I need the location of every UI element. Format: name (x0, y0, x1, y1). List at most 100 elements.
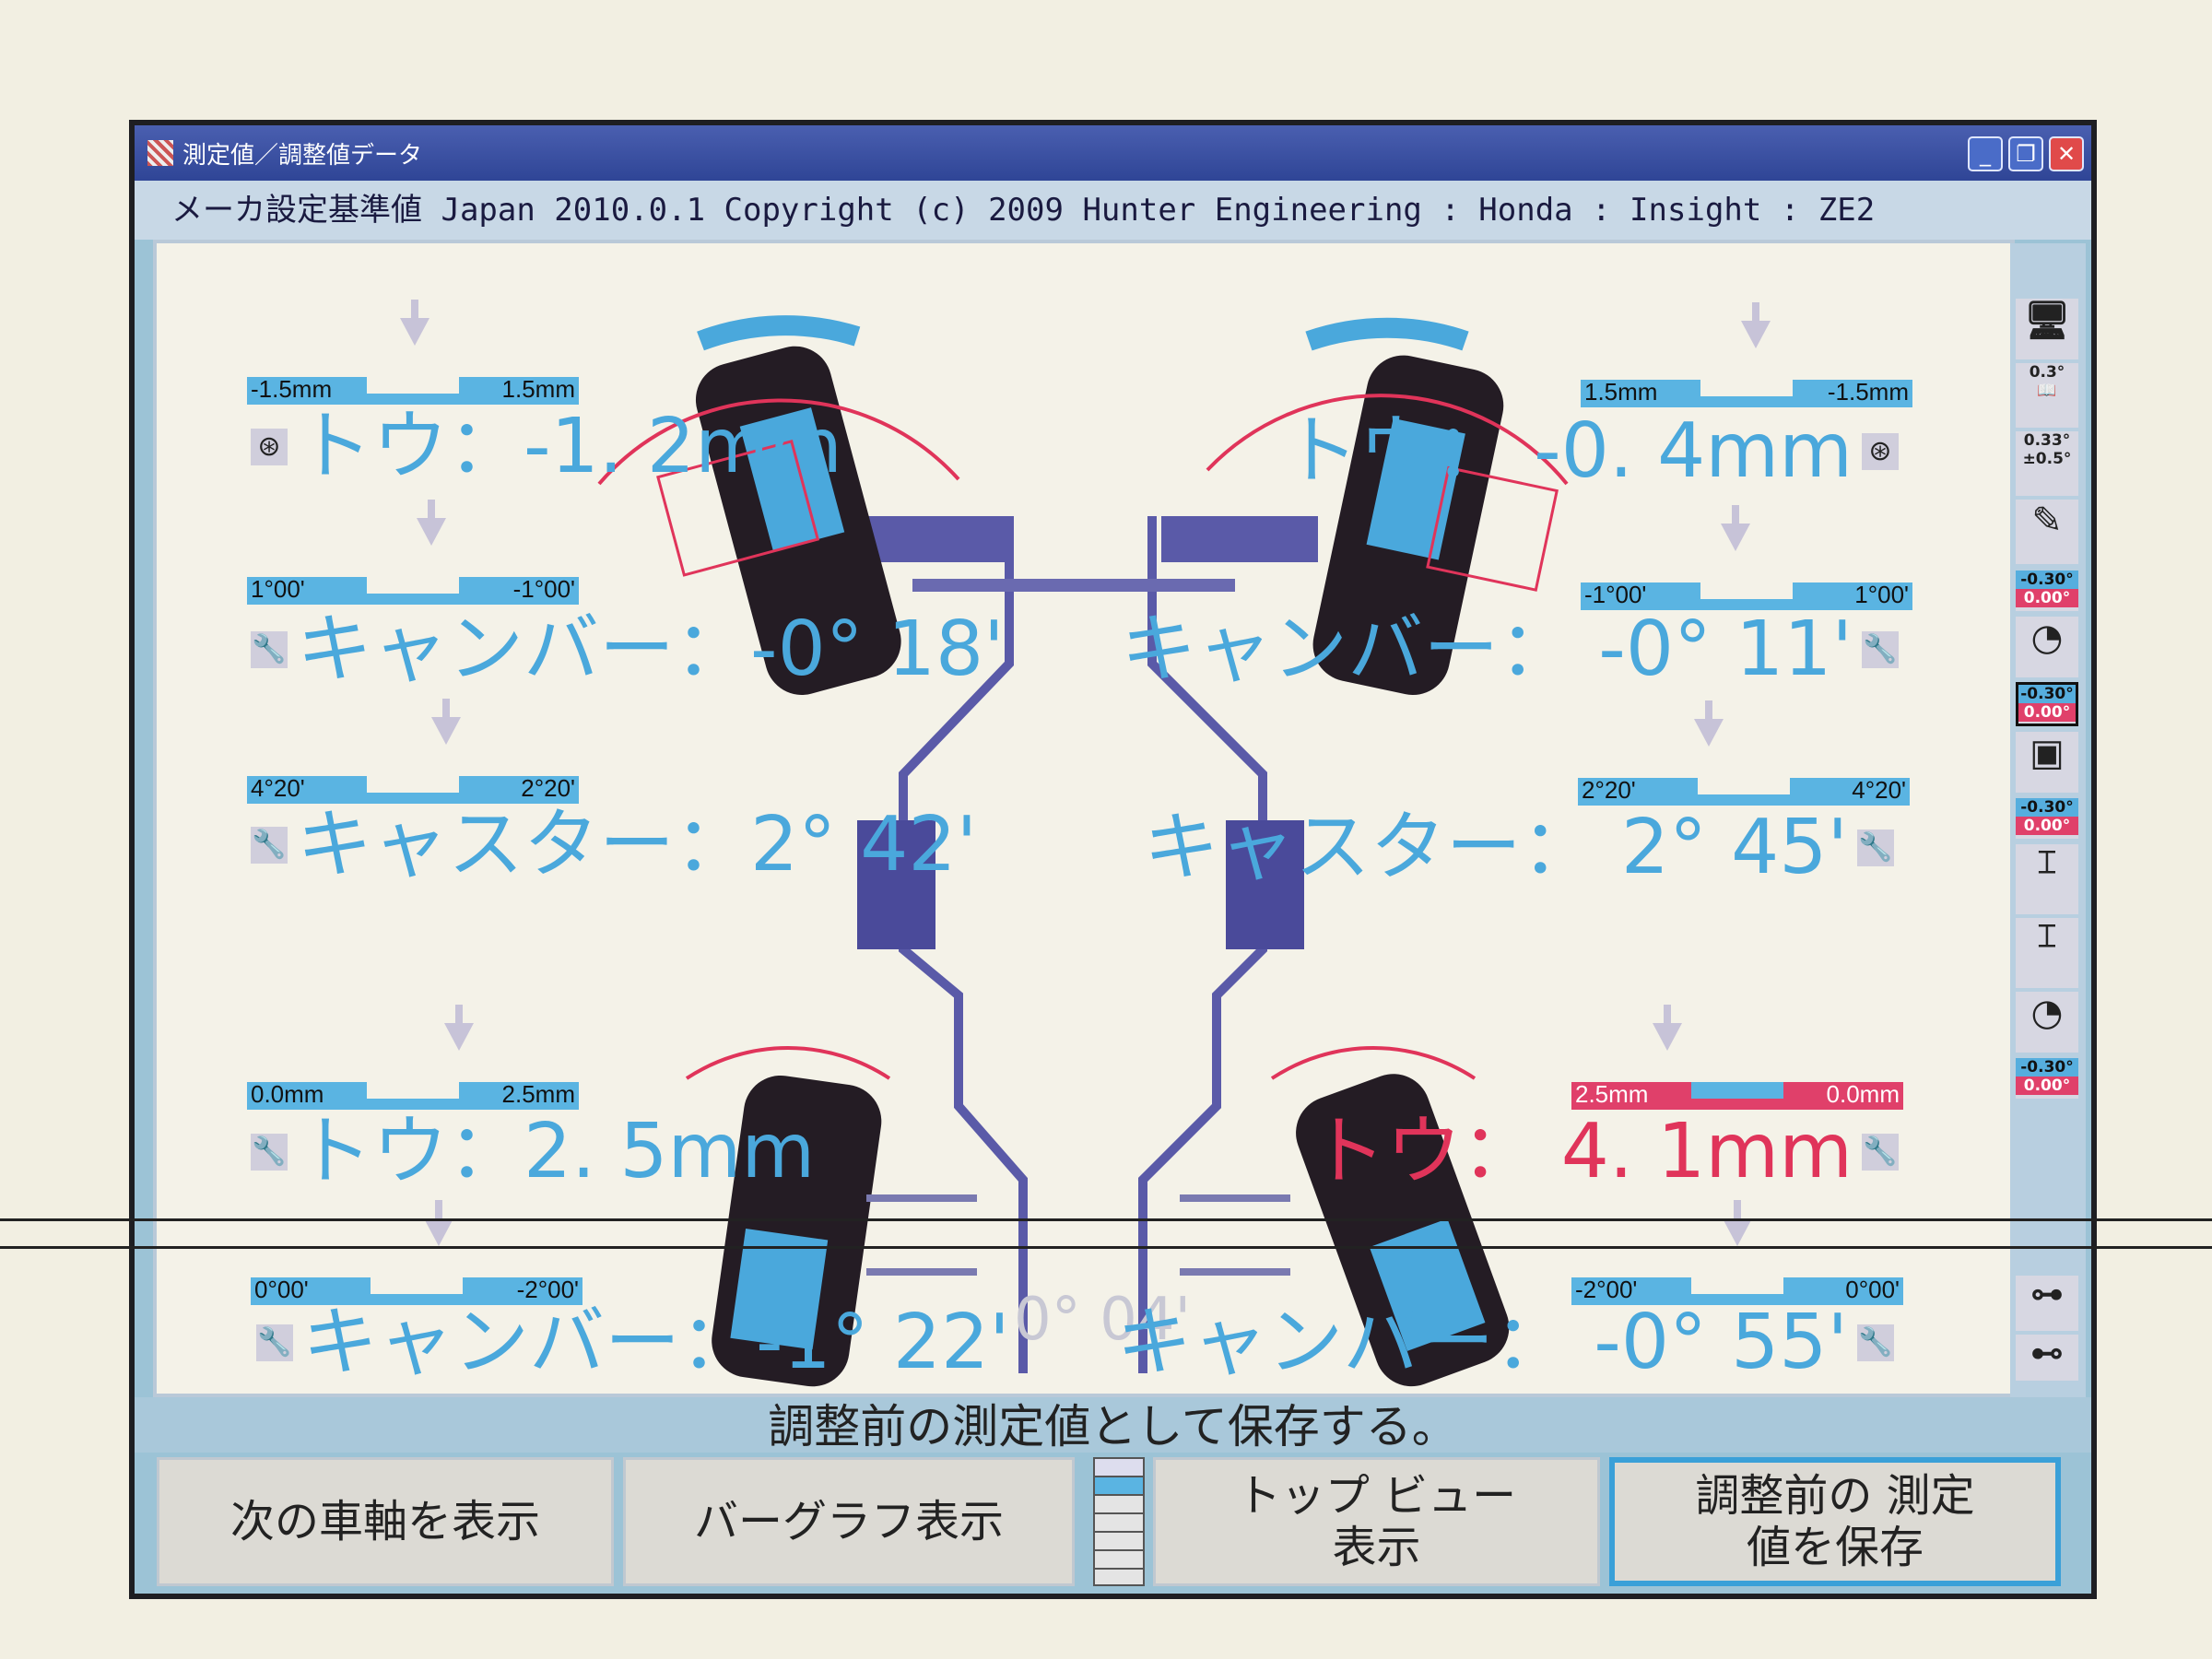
toolbar-vehicle-rear-icon[interactable]: ⊷ (2016, 1335, 2078, 1381)
alignment-diagram-panel (153, 240, 2015, 1397)
gauge-min: 2°20' (1582, 776, 1636, 804)
next-axle-button[interactable]: 次の車軸を表示 (157, 1457, 614, 1586)
readout-value: -1° 22' (756, 1299, 1010, 1386)
toolbar-spec-book-button[interactable]: 0.3°📖 (2016, 363, 2078, 428)
readout-label: キャンバー： (1116, 1299, 1571, 1386)
toolbar-steering-icon[interactable]: ◔ (2016, 617, 2078, 677)
thrust-angle-value: 0° 04' (1014, 1286, 1192, 1354)
gauge-max: 2°20' (521, 774, 575, 802)
readout-label: トウ： (297, 403, 524, 490)
toolbar-axle-steer-icon[interactable]: ⌶ (2016, 918, 2078, 988)
front-left-camber-gauge: 1°00' -1°00' (247, 500, 579, 610)
wrench-icon[interactable]: 🔧 (1862, 1134, 1899, 1171)
front-left-caster-gauge: 4°20' 2°20' (247, 699, 579, 809)
toolbar-steering-icon[interactable]: ◔ (2016, 992, 2078, 1053)
gauge-max: -1.5mm (1827, 378, 1909, 406)
save-before-measurement-button[interactable]: 調整前の 測定値を保存 (1609, 1457, 2061, 1586)
wrench-icon[interactable]: 🔧 (1857, 1324, 1894, 1361)
readout-value: 2° 42' (750, 801, 978, 888)
wrench-icon[interactable]: 🔧 (251, 631, 288, 668)
readout-value: -1. 2mm (524, 403, 842, 490)
front-right-toe-readout: トウ： -0. 4mm⊛ (1283, 410, 1908, 493)
readout-value: -0. 4mm (1534, 407, 1853, 495)
rear-right-toe-gauge: 2.5mm 0.0mm (1571, 1005, 1903, 1115)
toolbar-computer-icon[interactable]: 🖥 (2016, 299, 2078, 359)
rear-right-toe-readout: トウ： 4. 1mm🔧 (1311, 1111, 1908, 1194)
app-icon (147, 140, 173, 166)
gauge-max: 1°00' (1854, 581, 1909, 608)
rear-left-camber-gauge: 0°00'-2°00' (251, 1200, 582, 1311)
toolbar-spec-button[interactable]: -0.30°0.00° (2016, 1058, 2078, 1099)
front-left-caster-readout: 🔧キャスター：2° 42' (241, 804, 977, 887)
photo-line-artifact (0, 1218, 2212, 1221)
front-right-caster-readout: キャスター： 2° 45'🔧 (1144, 806, 1903, 889)
toolbar-value: -0.30° (2018, 685, 2076, 703)
zoom-scroll-indicator[interactable] (1093, 1457, 1145, 1586)
gauge-min: 2.5mm (1575, 1080, 1649, 1108)
minimize-button[interactable]: _ (1968, 136, 2003, 171)
toolbar-sensor-icon[interactable]: ✎ (2016, 500, 2078, 564)
readout-value: -0° 55' (1594, 1299, 1848, 1386)
front-right-camber-readout: キャンバー： -0° 11'🔧 (1121, 608, 1908, 691)
rear-left-camber-readout: 🔧キャンバー：-1° 22' (247, 1301, 1010, 1384)
toolbar-axle-icon[interactable]: ⌶ (2016, 844, 2078, 914)
toolbar-value: -0.30° (2016, 798, 2078, 817)
readout-value: 2° 45' (1620, 804, 1848, 891)
steering-wheel-icon[interactable]: ⊛ (251, 429, 288, 465)
wrench-icon[interactable]: 🔧 (256, 1324, 293, 1361)
wrench-icon[interactable]: 🔧 (251, 1134, 288, 1171)
wrench-icon[interactable]: 🔧 (1857, 830, 1894, 866)
readout-label: トウ： (1310, 1108, 1537, 1195)
zoom-icon (1095, 1459, 1143, 1477)
top-view-button[interactable]: トップ ビュー 表示 (1153, 1457, 1600, 1586)
readout-label: キャンバー： (1121, 606, 1575, 693)
toolbar-value: 0.33° (2023, 431, 2071, 450)
toolbar-spec-button[interactable]: -0.30°0.00° (2016, 571, 2078, 611)
photo-line-artifact (0, 1246, 2212, 1249)
gauge-max: -2°00' (516, 1276, 579, 1303)
toolbar-lift-icon[interactable]: ▣ (2016, 732, 2078, 793)
gauge-min: 4°20' (251, 774, 305, 802)
restore-button[interactable]: ❐ (2008, 136, 2043, 171)
gauge-min: 1°00' (251, 575, 305, 603)
toolbar-value: 0.00° (2016, 817, 2078, 835)
spec-info-line: メーカ設定基準値 Japan 2010.0.1 Copyright (c) 20… (135, 181, 2091, 240)
wrench-icon[interactable]: 🔧 (1862, 631, 1899, 668)
gauge-max: 4°20' (1852, 776, 1906, 804)
gauge-max: -1°00' (512, 575, 575, 603)
toolbar-tolerance-button[interactable]: 0.33°±0.5° (2016, 431, 2078, 496)
toolbar-value: ±0.5° (2022, 450, 2072, 468)
gauge-min: 0.0mm (251, 1080, 324, 1108)
toolbar-spec-button-selected[interactable]: -0.30°0.00° (2016, 682, 2078, 726)
gauge-max: 0.0mm (1826, 1080, 1900, 1108)
front-left-camber-readout: 🔧キャンバー：-0° 18' (241, 608, 1005, 691)
toolbar-value: -0.30° (2016, 571, 2078, 589)
close-button[interactable]: ✕ (2049, 136, 2084, 171)
title-bar: 測定値／調整値データ _ ❐ ✕ (135, 125, 2091, 181)
right-toolbar: 🖥 0.3°📖 0.33°±0.5° ✎ -0.30°0.00° ◔ -0.30… (2010, 243, 2086, 1397)
toolbar-vehicle-front-icon[interactable]: ⊶ (2016, 1276, 2078, 1331)
toolbar-value: -0.30° (2016, 1058, 2078, 1077)
gauge-max: 0°00' (1845, 1276, 1900, 1303)
gauge-max: 1.5mm (501, 375, 575, 403)
gauge-min: -1°00' (1584, 581, 1647, 608)
wrench-icon[interactable]: 🔧 (251, 827, 288, 864)
steering-wheel-icon[interactable]: ⊛ (1862, 433, 1899, 470)
toolbar-value: 0.00° (2018, 703, 2076, 722)
bar-graph-button[interactable]: バーグラフ表示 (623, 1457, 1075, 1586)
status-message: 調整前の測定値として保存する。 (135, 1397, 2091, 1453)
readout-value: 4. 1mm (1560, 1108, 1853, 1195)
window-title: 測定値／調整値データ (182, 141, 423, 170)
readout-label: キャスター： (1143, 804, 1597, 891)
front-right-caster-gauge: 2°20' 4°20' (1578, 700, 1910, 811)
readout-value: 2. 5mm (524, 1108, 816, 1195)
readout-label: キャンバー： (302, 1299, 757, 1386)
toolbar-spec-button[interactable]: -0.30°0.00° (2016, 798, 2078, 839)
book-icon: 📖 (2037, 382, 2057, 400)
gauge-min: 1.5mm (1584, 378, 1658, 406)
readout-value: -0° 11' (1598, 606, 1853, 693)
front-left-toe-readout: ⊛トウ：-1. 2mm (241, 406, 842, 488)
readout-label: トウ： (1283, 407, 1511, 495)
